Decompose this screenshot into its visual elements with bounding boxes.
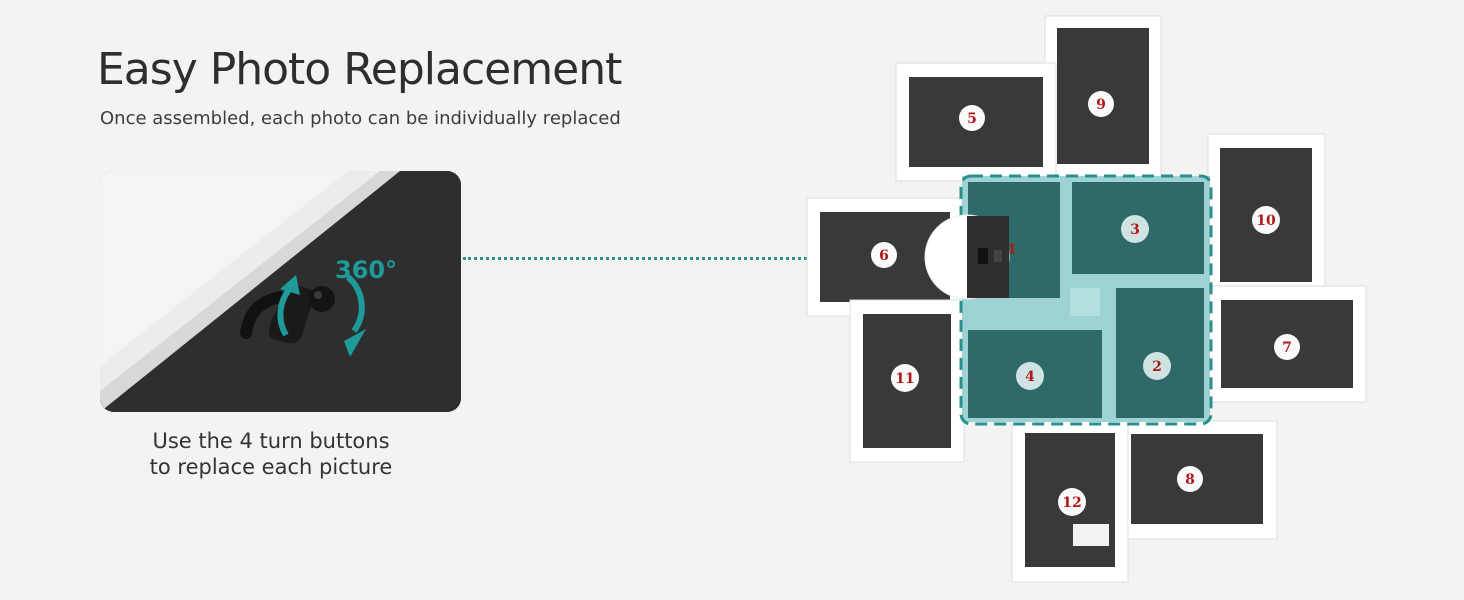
frame-9: 9: [1044, 15, 1162, 181]
closeup-illustration: 360°: [100, 171, 461, 412]
frame-2-number: 2: [1152, 359, 1162, 375]
frame-4-number: 4: [1025, 369, 1035, 385]
frame-3-number: 3: [1130, 222, 1140, 238]
page-title: Easy Photo Replacement: [97, 44, 622, 95]
frame-3: [1072, 182, 1204, 274]
frame-9-number: 9: [1096, 97, 1106, 113]
frame-10: 10: [1207, 133, 1326, 297]
frame-7-number: 7: [1282, 340, 1292, 356]
caption: Use the 4 turn buttons to replace each p…: [100, 428, 442, 480]
frame-8-number: 8: [1185, 472, 1195, 488]
frame-10-number: 10: [1256, 213, 1276, 229]
frame-5-number: 5: [967, 111, 977, 127]
frame-11-number: 11: [895, 371, 914, 387]
frame-2: [1116, 288, 1204, 418]
frame-5: 5: [895, 62, 1057, 182]
frame-11: 11: [849, 299, 965, 463]
caption-line-1: Use the 4 turn buttons: [152, 429, 390, 453]
rotate-arrow-icon: [277, 274, 366, 357]
turn-button-closeup: 360°: [100, 171, 461, 412]
page-subtitle: Once assembled, each photo can be indivi…: [100, 108, 621, 129]
magnifier-callout: [924, 214, 1010, 300]
frame-12-number: 12: [1062, 495, 1081, 511]
callout-connector: [463, 257, 933, 260]
frame-4: [968, 330, 1102, 418]
rotation-label: 360°: [335, 256, 397, 284]
frame-1-number: 1: [1007, 242, 1017, 258]
caption-line-2: to replace each picture: [149, 455, 393, 479]
frame-12: 12: [1011, 419, 1129, 583]
highlight-outline: [959, 174, 1213, 426]
frame-1: [968, 182, 1060, 298]
frame-8: 8: [1117, 420, 1278, 540]
central-frame-group: 3 4 2 1: [959, 174, 1213, 426]
frame-6-number: 6: [879, 248, 889, 264]
frame-7: 7: [1207, 285, 1367, 403]
